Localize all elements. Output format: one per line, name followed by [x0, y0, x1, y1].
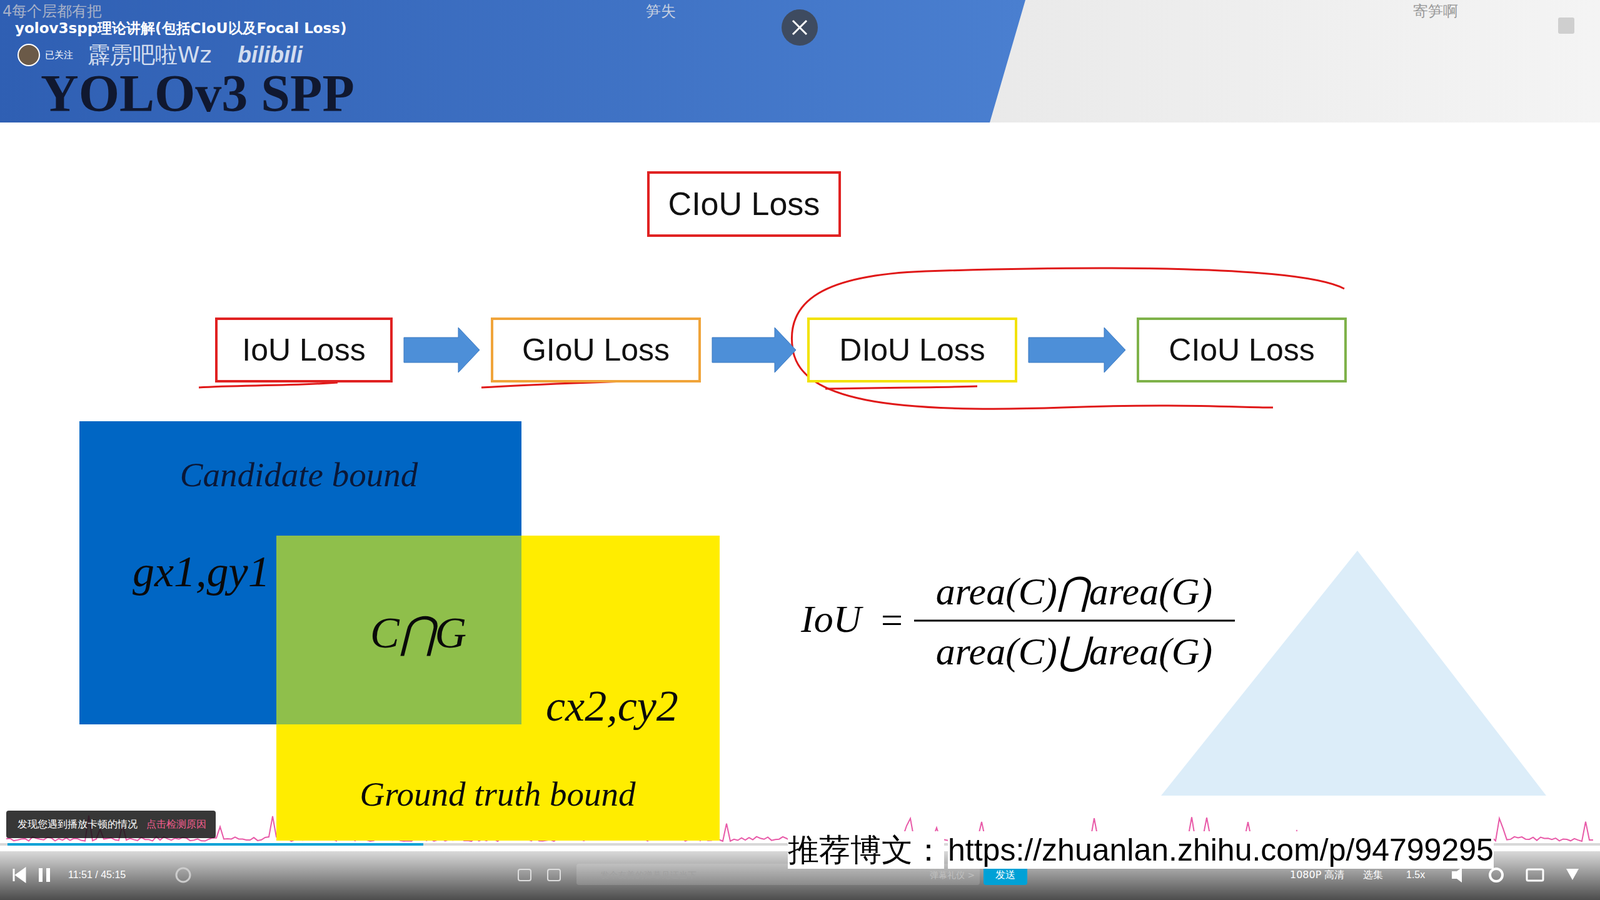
- notice-link: 点击检测原因: [146, 818, 207, 831]
- annotation-loop: [791, 268, 1345, 409]
- box-text: cx2,cy2: [545, 682, 679, 731]
- close-icon: [792, 20, 807, 35]
- box-text: GIoU Loss: [522, 333, 670, 368]
- block-arrow: [712, 327, 796, 373]
- intersection-box: C⋂G: [276, 535, 522, 725]
- video-title: yolov3spp理论讲解(包括CIoU以及Focal Loss): [15, 20, 348, 38]
- danmaku-text: 寄笋啊: [1413, 2, 1459, 21]
- formula-term: IoU: [800, 595, 861, 643]
- avatar: [18, 44, 40, 66]
- block-arrow: [1028, 327, 1126, 373]
- record-icon: [176, 868, 191, 883]
- volume-icon: [1451, 867, 1462, 883]
- box-text: Candidate bound: [180, 456, 418, 495]
- url-text: https://zhuanlan.zhihu.com/p/94799295: [947, 831, 1494, 870]
- danmaku-icon: [518, 869, 531, 881]
- formula-denominator: area(C)⋃area(G): [935, 628, 1213, 675]
- fraction-bar: [914, 620, 1235, 623]
- follow-status: 已关注: [45, 49, 74, 61]
- input-placeholder: 发个友善的弹幕见证当下: [600, 870, 697, 881]
- box-text: CIoU Loss: [1168, 333, 1315, 368]
- etiquette-link: 弹幕礼仪 >: [929, 870, 975, 881]
- box-text: Ground truth bound: [359, 775, 636, 815]
- danmaku-text: 4每个层都有把: [2, 2, 102, 21]
- watermark: 霹雳吧啦Wz: [87, 41, 212, 69]
- box-text: DIoU Loss: [839, 333, 985, 368]
- progress-played: [7, 843, 424, 846]
- loss-box: GIoU Loss: [490, 317, 701, 383]
- fullscreen-icon: [1566, 869, 1579, 881]
- window-icon: [1526, 869, 1544, 881]
- prev-icon: [13, 869, 26, 882]
- loss-box: DIoU Loss: [807, 317, 1018, 383]
- loss-box: IoU Loss: [215, 317, 393, 383]
- pause-icon: [46, 868, 51, 883]
- speed-selector: 1.5x: [1406, 869, 1425, 881]
- pause-icon: [38, 868, 43, 883]
- notice-box: [6, 810, 216, 839]
- recommend-label: 推荐博文：: [787, 831, 945, 870]
- close-button: [781, 9, 818, 46]
- heading-box: CIoU Loss: [647, 171, 841, 237]
- loss-box: CIoU Loss: [1136, 317, 1347, 383]
- box-text: C⋂G: [370, 608, 467, 658]
- danmaku-settings-icon: [547, 869, 561, 881]
- pale-triangle: [1161, 550, 1547, 796]
- time-display: 11:51 / 45:15: [68, 869, 126, 881]
- quality-selector: 1080P 高清: [1289, 869, 1345, 881]
- slide-title: YOLOv3 SPP: [40, 67, 355, 121]
- formula-numerator: area(C)⋂area(G): [935, 568, 1213, 615]
- annotation-underline: [198, 382, 338, 388]
- send-button-text: 发送: [995, 869, 1016, 881]
- header-band: [0, 0, 1600, 123]
- annotation-underline: [825, 386, 978, 389]
- help-icon: [1558, 17, 1575, 34]
- settings-icon: [1489, 869, 1503, 882]
- episode-selector: 选集: [1363, 869, 1384, 881]
- box-text: gx1,gy1: [132, 547, 271, 596]
- danmaku-text: 笋失: [645, 2, 676, 21]
- notice-text: 发现您遇到播放卡顿的情况: [17, 818, 138, 831]
- box-text: CIoU Loss: [668, 186, 821, 222]
- block-arrow: [403, 327, 480, 373]
- header-blue-band: [0, 0, 1026, 123]
- box-text: IoU Loss: [241, 333, 366, 368]
- watermark-logo: bilibili: [237, 41, 303, 69]
- formula-sign: =: [878, 597, 905, 644]
